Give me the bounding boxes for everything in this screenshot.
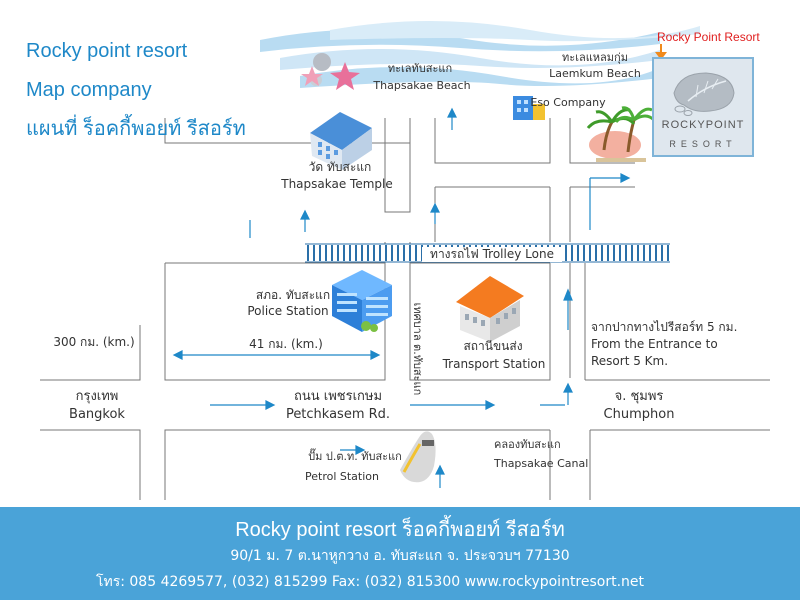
road-th: ถนน เพชรเกษม [293,389,383,404]
fuel-pump-icon [400,431,436,483]
transport-en: Transport Station [442,357,546,371]
footer-resort-name: Rocky point resort ร็อคกี้พอยท์ รีสอร์ท [235,519,565,541]
trolley-label: ทางรถไฟ Trolley Lone [422,247,562,262]
starfish-icon [301,53,360,90]
entrance-th: จากปากทางไปรีสอร์ท 5 กม. [591,320,738,334]
sea-waves [260,21,700,88]
distance-300km: 300 กม. (km.) [53,335,135,349]
entrance-en-2: Resort 5 Km. [591,354,669,368]
thapsakae-beach-th: ทะเลทับสะแก [387,62,453,75]
title-line-1: Rocky point resort [26,40,188,62]
building-icon [332,270,392,332]
entrance-en-1: From the Entrance to [591,337,718,351]
distance-41km: 41 กม. (km.) [249,337,323,351]
thapsakae-beach-en: Thapsakae Beach [373,79,471,92]
building-icon [456,276,524,342]
police-en: Police Station [247,304,329,318]
petrol-th: ปั๊ม ป.ต.ท. ทับสะแก [308,450,402,463]
canal-th: คลองทับสะแก [494,438,561,451]
temple-en: Thapsakae Temple [281,177,393,191]
chumphon-th: จ. ชุมพร [614,389,664,404]
bangkok-en: Bangkok [69,407,125,422]
footer-contact[interactable]: โทร: 085 4269577, (032) 815299 Fax: (032… [95,574,645,590]
chumphon-en: Chumphon [603,407,675,422]
bangkok-th: กรุงเทพ [75,389,119,404]
palm-tree-icon [586,106,656,162]
temple-th: วัด ทับสะแก [308,160,372,174]
petrol-en: Petrol Station [305,470,379,483]
resort-marker [655,44,667,60]
eso-company-label: Eso Company [530,96,606,109]
building-icon [310,112,372,170]
direction-arrows [172,107,631,488]
road-en: Petchkasem Rd. [285,407,391,422]
resort-logo: ROCKYPOINT RESORT [652,57,754,157]
canal-en: Thapsakae Canal [494,457,589,470]
laemkum-beach-th: ทะเลแหลมกุ่ม [562,51,628,64]
resort-logo-sub: RESORT [669,139,737,149]
resort-top-label: Rocky Point Resort [657,30,760,44]
laemkum-beach-en: Laemkum Beach [549,67,641,80]
building-icon [513,96,545,120]
title-line-3: แผนที่ ร็อคกี้พอยท์ รีสอร์ท [26,118,246,140]
footer-address: 90/1 ม. 7 ต.นาหูกวาง อ. ทับสะแก จ. ประจว… [230,548,570,564]
leaf-icon [673,72,735,116]
road-network [40,118,770,500]
transport-th: สถานีขนส่ง [463,339,523,353]
title-line-2: Map company [26,79,152,101]
resort-logo-name: ROCKYPOINT [661,119,745,131]
police-th: สภอ. ทับสะแก [255,288,331,302]
footer-bar: Rocky point resort ร็อคกี้พอยท์ รีสอร์ท … [0,507,800,600]
thapsakae-town-label: เทศบาล ต.ทับสะแก [411,302,424,396]
